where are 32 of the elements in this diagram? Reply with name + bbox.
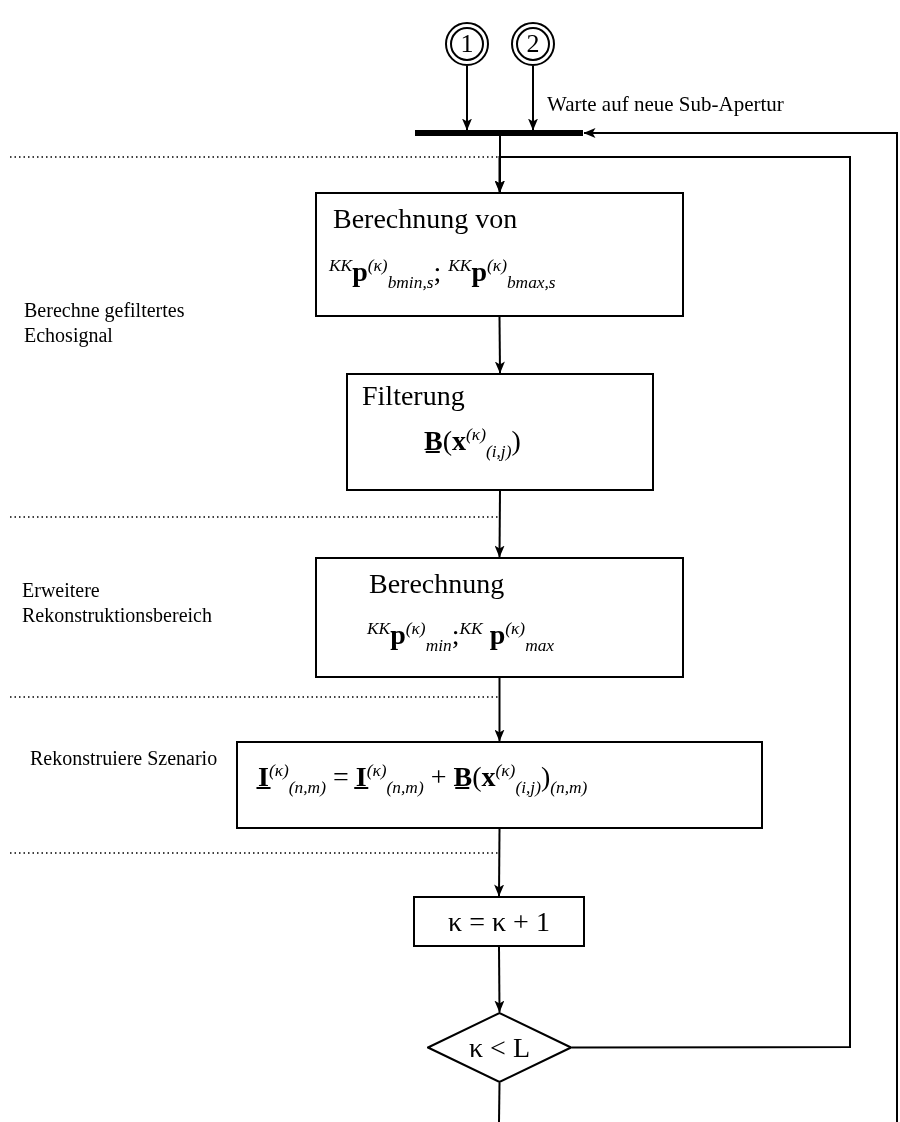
section-label: Erweitere Rekonstruktionsbereich	[22, 578, 213, 628]
wait-note: Warte auf neue Sub-Apertur	[547, 92, 784, 117]
section-label: Rekonstruiere Szenario	[30, 746, 219, 771]
synchronization-bar	[415, 130, 583, 136]
process-box	[346, 373, 654, 491]
process-box	[315, 192, 684, 317]
formula-text: I̲$^{(κ)}$$_{(n,m)}$ = I̲$^{(κ)}$$_{(n,m)}$ + B̲(x$^{(κ)}$$_{(i,j)}$)$_{(n,m)}$	[258, 761, 588, 797]
box-title: κ = κ + 1	[448, 906, 550, 937]
section-label: Berechne gefiltertes Echosignal	[24, 298, 186, 348]
arrow	[494, 946, 505, 1013]
arrow	[494, 316, 505, 374]
arrow	[494, 490, 505, 558]
process-box	[236, 741, 763, 829]
arrow	[528, 65, 538, 131]
arrow	[583, 128, 898, 1122]
formula-text: κ < L	[469, 1032, 530, 1063]
arrow	[494, 677, 505, 742]
connector-line	[498, 1082, 501, 1122]
arrow	[462, 65, 472, 131]
arrow	[494, 156, 851, 1049]
process-box	[413, 896, 585, 947]
formula-text: B̲(x$^{(κ)}$$_{(i,j)}$)	[424, 425, 521, 461]
box-title: Berechnung von	[333, 204, 518, 235]
box-title: Filterung	[362, 381, 465, 412]
process-box	[315, 557, 684, 678]
connector-circle	[445, 22, 489, 66]
decision-diamond	[427, 1012, 572, 1083]
connector-circle	[511, 22, 555, 66]
formula-text: 1	[460, 29, 474, 59]
arrow	[494, 828, 505, 897]
formula-text: 2	[526, 29, 540, 59]
box-title: Berechnung	[369, 569, 505, 600]
